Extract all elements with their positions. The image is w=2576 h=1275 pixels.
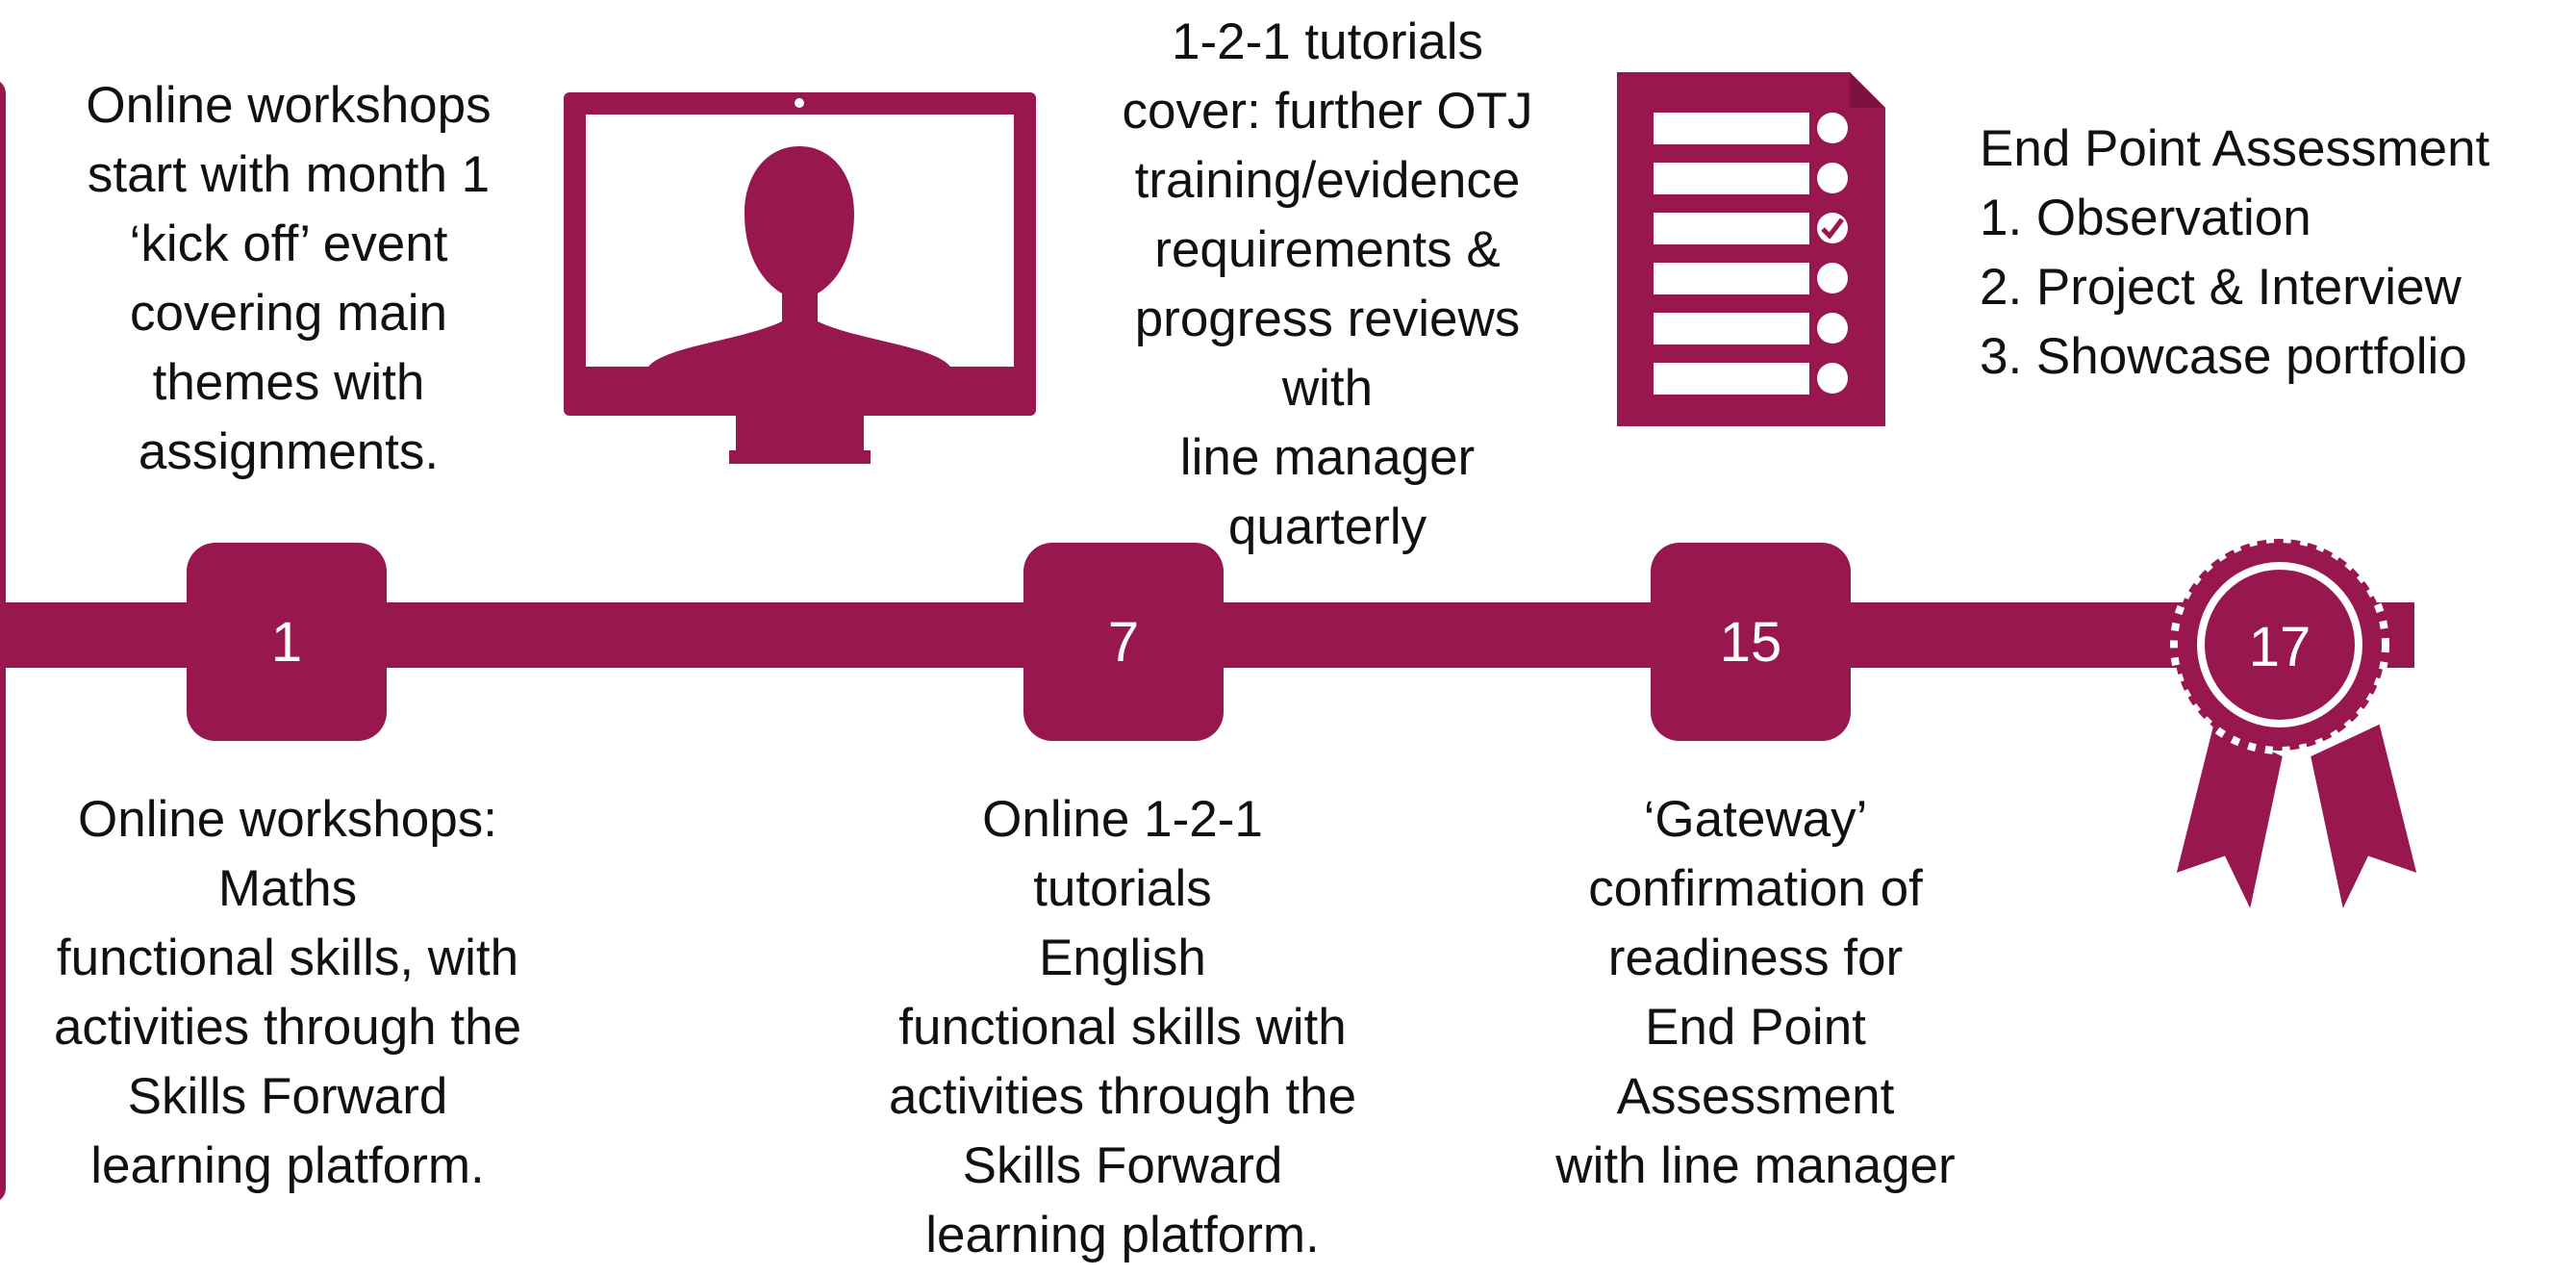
milestone-1: 1 [187, 543, 387, 741]
video-call-monitor-icon [564, 92, 1036, 464]
tutorials-cover-text: 1-2-1 tutorials cover: further OTJ train… [1122, 13, 1533, 555]
maths-workshops-text: Online workshops: Maths functional skill… [53, 791, 522, 1194]
gateway-text: ‘Gateway’ confirmation of readiness for … [1555, 791, 1956, 1194]
milestone-17: 17 [2248, 615, 2311, 678]
end-point-assessment-list: End Point Assessment 1. Observation 2. P… [1980, 120, 2490, 385]
award-rosette-icon [2170, 535, 2422, 921]
english-tutorials-text: Online 1-2-1 tutorials English functiona… [888, 791, 1357, 1263]
month-1-kickoff-text: Online workshops start with month 1 ‘kic… [86, 77, 492, 480]
milestone-15: 15 [1651, 543, 1851, 741]
checklist-document-icon [1617, 72, 1885, 426]
milestone-7: 7 [1023, 543, 1224, 741]
